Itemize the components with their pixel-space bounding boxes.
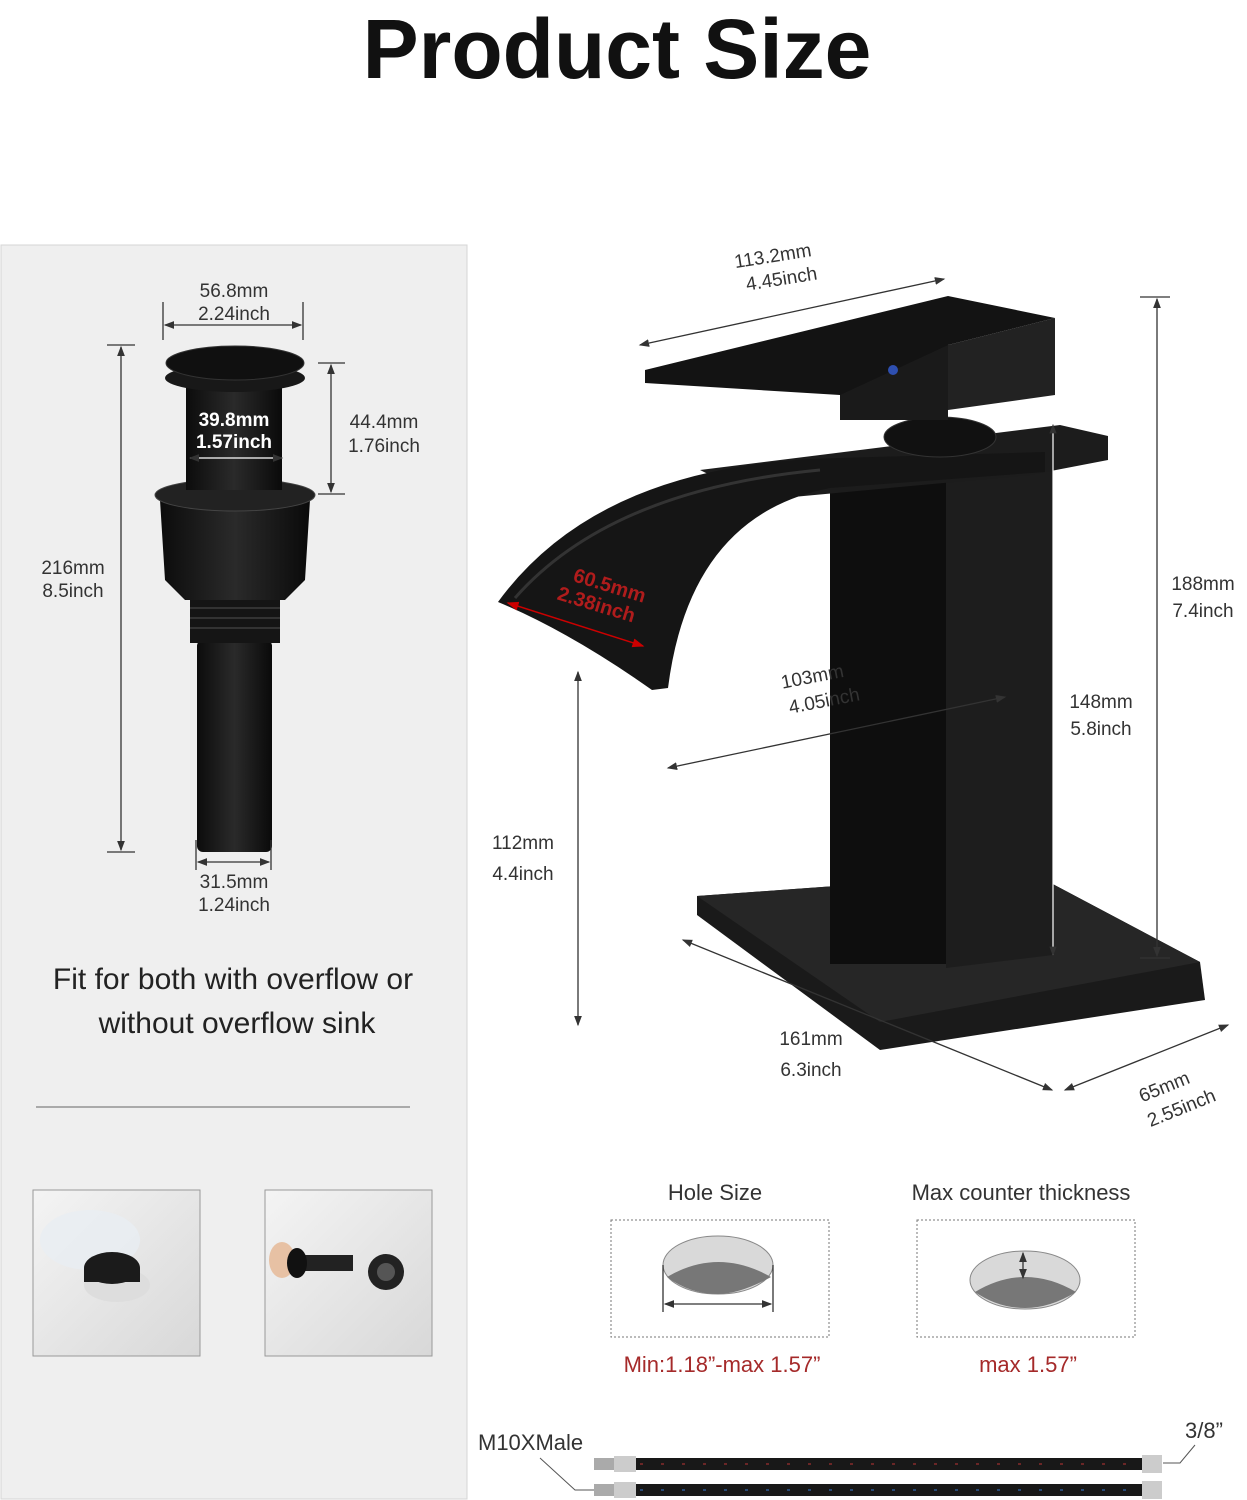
pop-up-drain-illustration	[154, 345, 316, 852]
faucet-height-mm: 188mm	[1171, 574, 1234, 595]
hole-size-value: Min:1.18”-max 1.57”	[624, 1352, 821, 1377]
page-title: Product Size	[363, 2, 872, 96]
counter-thickness-box: Max counter thickness max 1.57”	[912, 1180, 1136, 1377]
hole-size-label: Hole Size	[668, 1180, 762, 1205]
fit-text-line-2: without overflow sink	[98, 1007, 377, 1040]
drain-neck-height-mm: 44.4mm	[350, 412, 419, 433]
drain-neck-width-mm: 39.8mm	[199, 410, 270, 431]
faucet-illustration	[498, 296, 1205, 1050]
spout-height-mm: 112mm	[492, 833, 554, 854]
drain-pipe-width-inch: 1.24inch	[198, 895, 270, 916]
drain-neck-height-inch: 1.76inch	[348, 436, 420, 457]
counter-thickness-label: Max counter thickness	[912, 1180, 1131, 1205]
base-length-inch: 6.3inch	[780, 1060, 841, 1081]
faucet-height-inch: 7.4inch	[1172, 601, 1233, 622]
drain-height-mm: 216mm	[41, 558, 104, 579]
counter-thickness-value: max 1.57”	[979, 1352, 1077, 1377]
drain-height-inch: 8.5inch	[42, 581, 103, 602]
hole-size-box: Hole Size Min:1.18”-max 1.57”	[610, 1180, 830, 1377]
drain-top-width-mm: 56.8mm	[200, 281, 269, 302]
drain-neck-width-inch: 1.57inch	[196, 432, 272, 453]
fit-text-line-1: Fit for both with overflow or	[53, 963, 413, 996]
body-height-mm: 148mm	[1069, 692, 1132, 713]
supply-hoses: M10XMale 3/8”	[478, 1418, 1223, 1499]
spout-height-inch: 4.4inch	[492, 864, 553, 885]
body-height-inch: 5.8inch	[1070, 719, 1131, 740]
photo-drain-removal	[264, 1189, 433, 1357]
drain-top-width-inch: 2.24inch	[198, 304, 270, 325]
hose-right-label: 3/8”	[1185, 1418, 1223, 1443]
drain-panel: 56.8mm 2.24inch 216mm 8.5inch 44.4mm 1.7…	[0, 244, 468, 1500]
photo-drain-in-sink	[32, 1189, 201, 1357]
base-length-mm: 161mm	[779, 1029, 842, 1050]
hose-left-label: M10XMale	[478, 1430, 583, 1455]
drain-pipe-width-mm: 31.5mm	[200, 872, 269, 893]
